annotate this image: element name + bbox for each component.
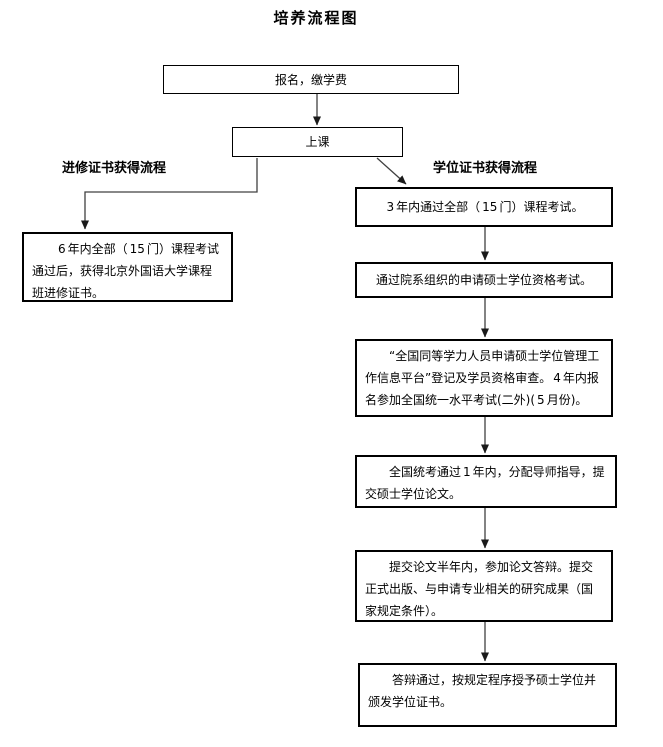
flow-box-degree-award-text: 答辩通过，按规定程序授予硕士学位并颁发学位证书。 — [368, 673, 597, 709]
flow-box-qualification-exam-text: 通过院系组织的申请硕士学位资格考试。 — [375, 273, 592, 287]
flow-box-signup: 报名，缴学费 — [163, 65, 459, 94]
flow-box-attend-class: 上课 — [232, 127, 403, 157]
right-branch-title: 学位证书获得流程 — [433, 161, 538, 176]
page-title: 培养流程图 — [273, 9, 359, 27]
flow-box-qualification-exam: 通过院系组织的申请硕士学位资格考试。 — [355, 262, 613, 298]
flow-box-signup-label: 报名，缴学费 — [274, 72, 347, 87]
flow-box-thesis-defense-text: 提交论文半年内，参加论文答辩。提交正式出版、与申请专业相关的研究成果（国家规定条… — [365, 560, 594, 618]
left-branch-title: 进修证书获得流程 — [62, 161, 167, 176]
flow-box-attend-class-label: 上课 — [305, 135, 330, 149]
flow-box-degree-award: 答辩通过，按规定程序授予硕士学位并颁发学位证书。 — [358, 663, 617, 727]
flow-box-thesis-defense: 提交论文半年内，参加论文答辩。提交正式出版、与申请专业相关的研究成果（国家规定条… — [355, 550, 613, 622]
arrow-class-to-right-box — [376, 157, 407, 185]
